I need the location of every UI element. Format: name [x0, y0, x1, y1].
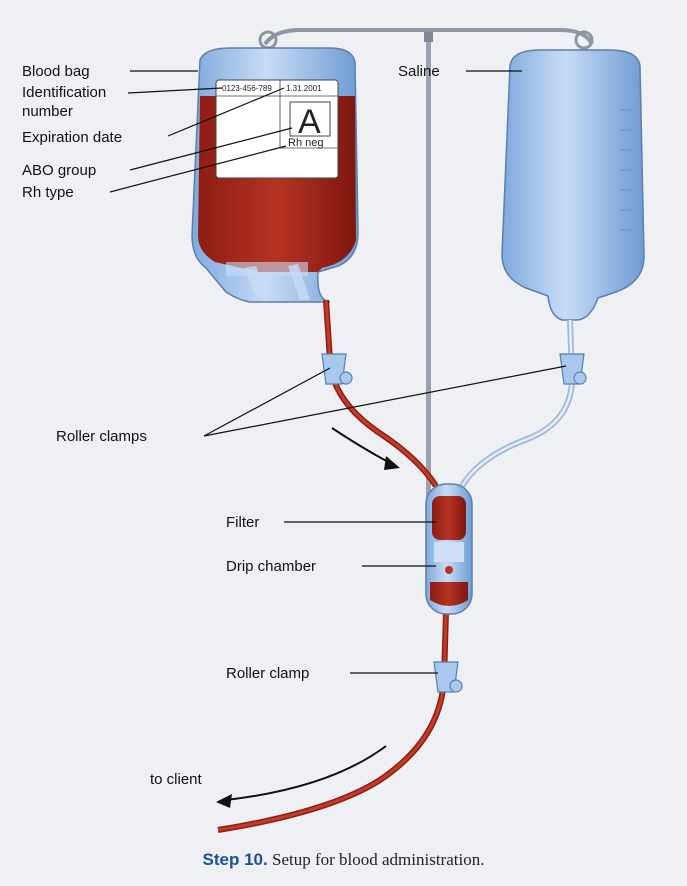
client-roller-clamp [433, 661, 463, 693]
label-to-client: to client [150, 771, 203, 788]
tag-abo: A [298, 103, 321, 141]
caption-step: Step 10. [202, 850, 268, 869]
label-abo-group: ABO group [22, 162, 96, 179]
bag-label-tag [215, 79, 339, 179]
saline-bag [501, 30, 645, 321]
label-roller-clamps: Roller clamps [56, 428, 147, 445]
label-identification: Identification [22, 84, 106, 101]
iv-pole [263, 28, 594, 588]
to-client-arrow [216, 745, 387, 808]
saline-roller-clamp [559, 353, 587, 385]
tag-rh: Rh neg [288, 137, 323, 149]
flow-arrow [331, 427, 400, 470]
client-tubing [217, 611, 449, 833]
figure-caption: Step 10. Setup for blood administration. [0, 850, 687, 870]
label-blood-bag: Blood bag [22, 63, 90, 80]
caption-text: Setup for blood administration. [271, 850, 485, 869]
filter-drip-chamber [425, 483, 473, 615]
label-saline: Saline [398, 63, 440, 80]
saline-tubing [459, 319, 576, 488]
label-filter: Filter [226, 514, 259, 531]
label-identification-number: number [22, 103, 73, 120]
blood-roller-clamp [321, 353, 353, 385]
tag-expiration: 1.31.2001 [286, 84, 322, 93]
label-rh-type: Rh type [22, 184, 74, 201]
label-expiration-date: Expiration date [22, 129, 122, 146]
leader-lines [109, 70, 567, 674]
tag-id-number: 0123-456-789 [222, 84, 272, 93]
label-roller-clamp: Roller clamp [226, 665, 309, 682]
blood-bag: 0123-456-789 1.31.2001 A Rh neg [191, 30, 359, 303]
label-drip-chamber: Drip chamber [226, 558, 316, 575]
